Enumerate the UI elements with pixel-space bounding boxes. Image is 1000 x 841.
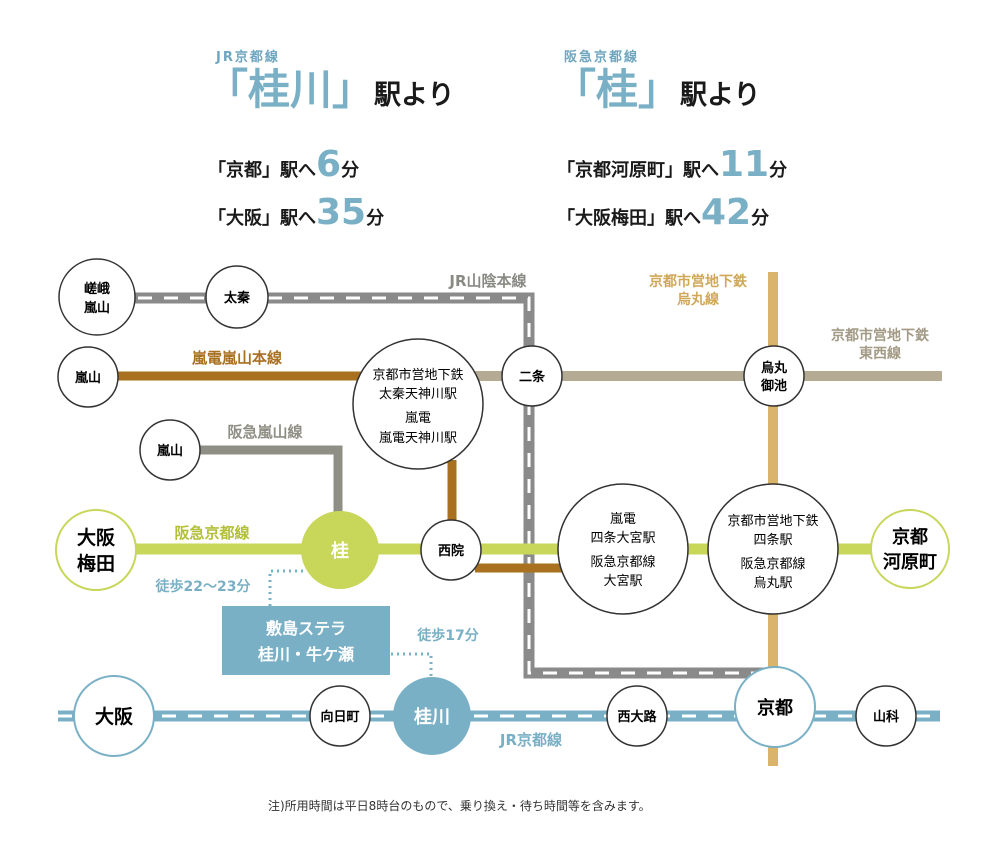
- station-karasuma-oike[interactable]: 烏丸 御池: [743, 345, 805, 407]
- walk-label-katsuragawa: 徒歩17分: [416, 627, 478, 644]
- time-dest: 「大阪」駅へ: [208, 208, 316, 229]
- station-osaka-umeda[interactable]: 大阪 梅田: [55, 509, 137, 591]
- station-randen-arashiyama[interactable]: 嵐山: [57, 346, 119, 408]
- station-label: 大阪: [77, 526, 116, 549]
- station-label: 山科: [873, 709, 899, 725]
- time-minutes: 35: [316, 192, 367, 233]
- station-label: 烏丸: [761, 360, 788, 376]
- station-kyoto[interactable]: 京都: [734, 666, 816, 748]
- station-katsura[interactable]: 桂: [301, 511, 379, 589]
- time-minutes: 6: [316, 144, 342, 185]
- station-label: 大宮駅: [603, 573, 642, 589]
- station-label: 京都: [757, 697, 793, 719]
- label-randen: 嵐電嵐山本線: [191, 349, 282, 367]
- time-unit: 分: [341, 160, 360, 181]
- station-uzumasa[interactable]: 太秦: [205, 265, 269, 329]
- time-minutes: 42: [701, 192, 752, 233]
- station-label: 御池: [760, 378, 787, 394]
- station-label: 太秦: [223, 290, 251, 306]
- station-shijo-omiya[interactable]: 嵐電 四条大宮駅 阪急京都線 大宮駅: [557, 483, 689, 615]
- station-saiin[interactable]: 西院: [420, 519, 482, 581]
- label-tozai-2: 東西線: [859, 345, 901, 362]
- station-label: 阪急京都線: [740, 556, 805, 572]
- label-tozai-1: 京都市営地下鉄: [831, 327, 930, 344]
- station-saga-arashiyama[interactable]: 嵯峨 嵐山: [58, 258, 136, 336]
- station-label: 阪急京都線: [590, 554, 655, 570]
- station-mukomachi[interactable]: 向日町: [309, 685, 371, 747]
- time-dest: 「大阪梅田」駅へ: [557, 208, 701, 229]
- time-unit: 分: [769, 160, 788, 181]
- header-right-line-name: 阪急京都線: [564, 50, 640, 65]
- station-osaka[interactable]: 大阪: [73, 675, 155, 757]
- station-shijo-karasuma[interactable]: 京都市営地下鉄 四条駅 阪急京都線 烏丸駅: [707, 483, 839, 615]
- footnote: 注)所用時間は平日8時台のもので、乗り換え・待ち時間等を含みます。: [268, 799, 651, 813]
- time-unit: 分: [751, 208, 770, 229]
- station-label: 嵐電: [405, 411, 431, 426]
- line-jr-sanin: [60, 292, 770, 679]
- label-hankyu-kyoto: 阪急京都線: [174, 524, 249, 542]
- label-jr-sanin: JR山陰本線: [448, 272, 526, 290]
- station-label: 嵐電天神川駅: [379, 431, 457, 446]
- header-left-line-name: JR京都線: [216, 50, 280, 65]
- property-name-line1: 敷島ステラ: [266, 619, 346, 638]
- time-unit: 分: [366, 208, 385, 229]
- station-label: 四条大宮駅: [590, 530, 655, 546]
- station-label: 嵯峨: [84, 281, 110, 297]
- time-row-umeda: 「大阪梅田」駅へ42分: [557, 192, 769, 233]
- walk-label-katsura: 徒歩22〜23分: [155, 578, 251, 595]
- time-row-kawaramachi: 「京都河原町」駅へ11分: [557, 144, 787, 185]
- header-right: 阪急京都線 「桂」駅より: [554, 46, 761, 115]
- station-label: 烏丸駅: [753, 575, 792, 591]
- time-dest: 「京都」駅へ: [208, 160, 316, 181]
- station-label: 大阪: [95, 705, 134, 728]
- header-right-station: 「桂」: [554, 65, 681, 114]
- label-karasuma-2: 烏丸線: [677, 291, 719, 308]
- time-row-osaka: 「大阪」駅へ35分: [208, 192, 384, 233]
- time-minutes: 11: [719, 144, 770, 185]
- station-label: 向日町: [320, 709, 359, 725]
- header-left-suffix: 駅より: [374, 80, 455, 111]
- station-label: 桂川: [413, 706, 450, 728]
- station-label: 嵐山: [74, 370, 101, 386]
- station-yamashina[interactable]: 山科: [855, 685, 917, 747]
- label-jr-kyoto: JR京都線: [499, 731, 562, 749]
- station-label: 嵐山: [156, 443, 183, 459]
- station-tenjingawa[interactable]: 京都市営地下鉄 太秦天神川駅 嵐電 嵐電天神川駅: [352, 338, 484, 470]
- property-name-line2: 桂川・牛ケ瀬: [257, 645, 354, 664]
- station-hankyu-arashiyama[interactable]: 嵐山: [139, 419, 201, 481]
- time-row-kyoto: 「京都」駅へ6分: [208, 144, 359, 185]
- walk-path-katsura: [268, 569, 303, 606]
- station-label: 四条駅: [753, 532, 792, 548]
- label-karasuma-1: 京都市営地下鉄: [649, 273, 748, 290]
- station-katsuragawa[interactable]: 桂川: [393, 677, 471, 755]
- header-right-suffix: 駅より: [680, 80, 761, 111]
- station-label: 京都市営地下鉄: [727, 513, 818, 529]
- property-box[interactable]: 敷島ステラ 桂川・牛ケ瀬: [222, 606, 390, 675]
- station-kawaramachi[interactable]: 京都 河原町: [870, 509, 950, 589]
- station-label: 河原町: [883, 552, 937, 573]
- time-dest: 「京都河原町」駅へ: [557, 160, 719, 181]
- station-label: 太秦天神川駅: [379, 387, 457, 402]
- station-label: 京都市営地下鉄: [372, 367, 463, 383]
- header-left-station: 「桂川」: [206, 65, 375, 114]
- station-label: 桂: [330, 540, 349, 562]
- station-label: 二条: [519, 369, 546, 385]
- station-label: 京都: [892, 526, 928, 548]
- header-left: JR京都線 「桂川」駅より: [206, 46, 455, 115]
- station-label: 西院: [438, 543, 464, 559]
- station-nishioji[interactable]: 西大路: [606, 685, 668, 747]
- walk-path-katsuragawa: [391, 652, 433, 678]
- line-hankyu-arashiyama: [200, 445, 343, 515]
- station-label: 嵐電: [610, 512, 636, 527]
- station-label: 梅田: [77, 552, 115, 575]
- station-label: 西大路: [617, 709, 657, 725]
- station-nijo[interactable]: 二条: [501, 345, 563, 407]
- label-hankyu-arashiyama: 阪急嵐山線: [227, 423, 302, 441]
- station-label: 嵐山: [83, 300, 110, 316]
